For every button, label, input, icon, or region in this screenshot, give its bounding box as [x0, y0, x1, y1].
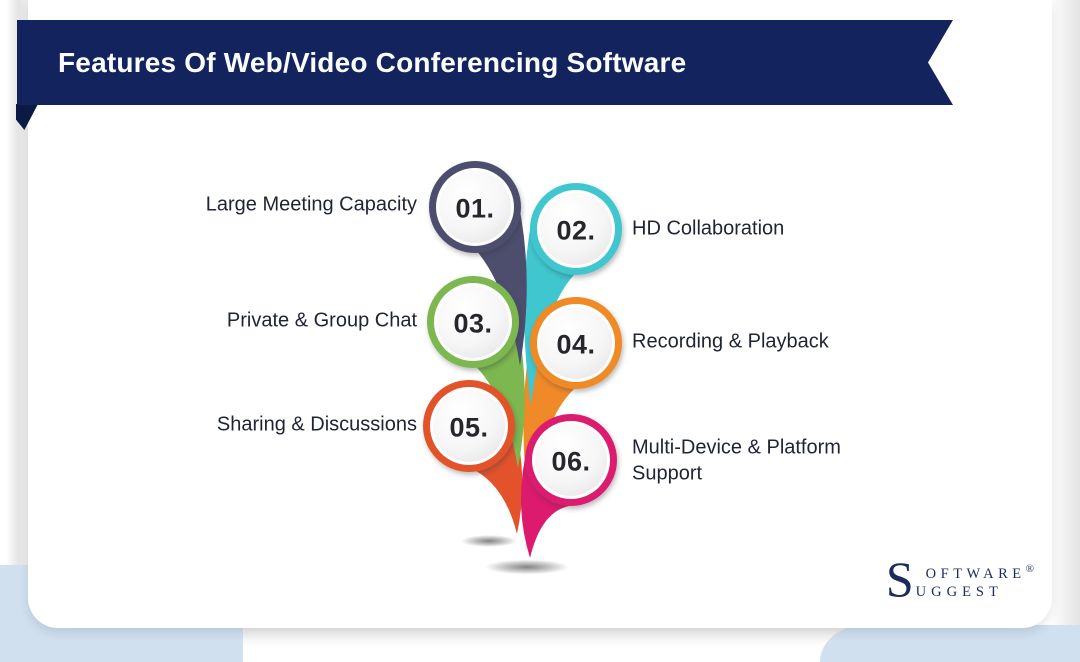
logo-word-bottom: UGGEST — [915, 584, 1003, 600]
logo-word-top: OFTWARE® — [925, 563, 1034, 582]
feature-number-1: 01. — [455, 193, 495, 224]
registered-mark: ® — [1025, 563, 1034, 575]
card-bottom-shadow — [28, 628, 1052, 648]
feature-label-2: HD Collaboration — [632, 217, 785, 240]
feature-number-2: 02. — [556, 215, 596, 246]
feature-number-6: 06. — [551, 446, 591, 477]
feature-number-3: 03. — [453, 308, 493, 339]
title-ribbon: Features Of Web/Video Conferencing Softw… — [17, 20, 953, 105]
feature-label-6: Multi-Device & Platform Support — [632, 436, 841, 485]
feature-label-5: Sharing & Discussions — [216, 413, 417, 436]
softwaresuggest-logo: S OFTWARE® UGGEST — [885, 551, 1034, 607]
feature-number-4: 04. — [556, 329, 596, 360]
feature-label-4: Recording & Playback — [632, 330, 829, 353]
feature-label-1: Large Meeting Capacity — [205, 193, 417, 216]
page-edge-left-shade — [6, 0, 28, 662]
page-title: Features Of Web/Video Conferencing Softw… — [58, 47, 687, 78]
page-edge-right-shade — [1050, 0, 1080, 662]
feature-label-3: Private & Group Chat — [226, 309, 417, 332]
corner-accent-bottom-right — [820, 625, 1080, 662]
feature-number-5: 05. — [449, 412, 489, 443]
logo-initial: S — [885, 551, 914, 607]
